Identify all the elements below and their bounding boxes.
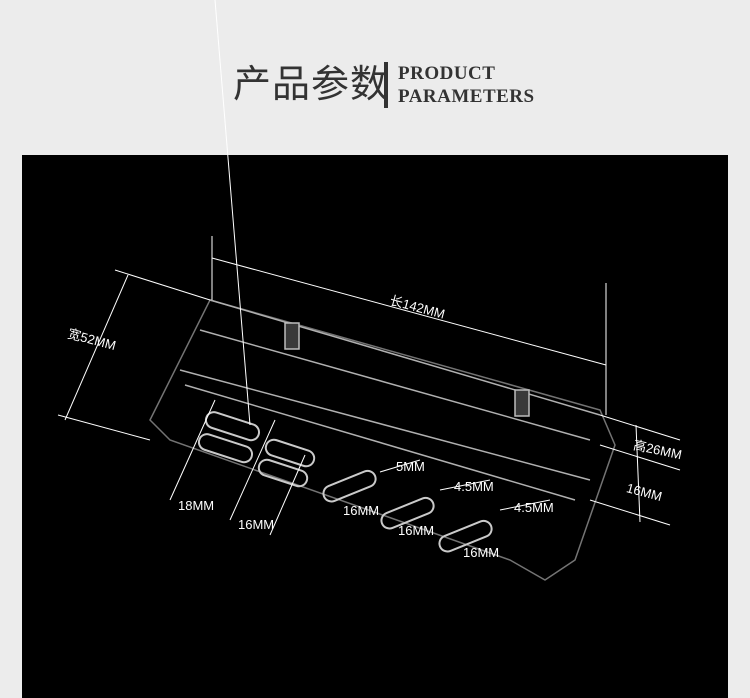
title-cn: 产品参数 [233,62,390,106]
product-photo-panel [22,155,728,698]
dim-slot-3: 16MM [463,545,499,560]
title-en: PRODUCT PARAMETERS [398,62,535,108]
dim-gap-3: 4.5MM [514,500,554,515]
title-divider [384,62,388,108]
title-en-line1: PRODUCT [398,63,496,84]
dim-slot-2: 16MM [398,523,434,538]
dim-height: 高26MM [632,437,683,462]
dim-width: 宽52MM [66,326,117,353]
title-en-line2: PARAMETERS [398,86,535,107]
dimension-lines [57,0,681,536]
header: 产品参数 PRODUCT PARAMETERS [0,0,750,155]
dim-gap-1: 5MM [396,459,425,474]
dim-side-16: 16MM [625,480,664,504]
product-shape [149,299,616,581]
dim-slot-pair-2: 16MM [238,517,274,532]
slots [197,411,493,553]
dim-slot-1: 16MM [343,503,379,518]
dim-length: 长142MM [388,293,446,322]
dim-gap-2: 4.5MM [454,479,494,494]
dim-slot-pair-1: 18MM [178,498,214,513]
